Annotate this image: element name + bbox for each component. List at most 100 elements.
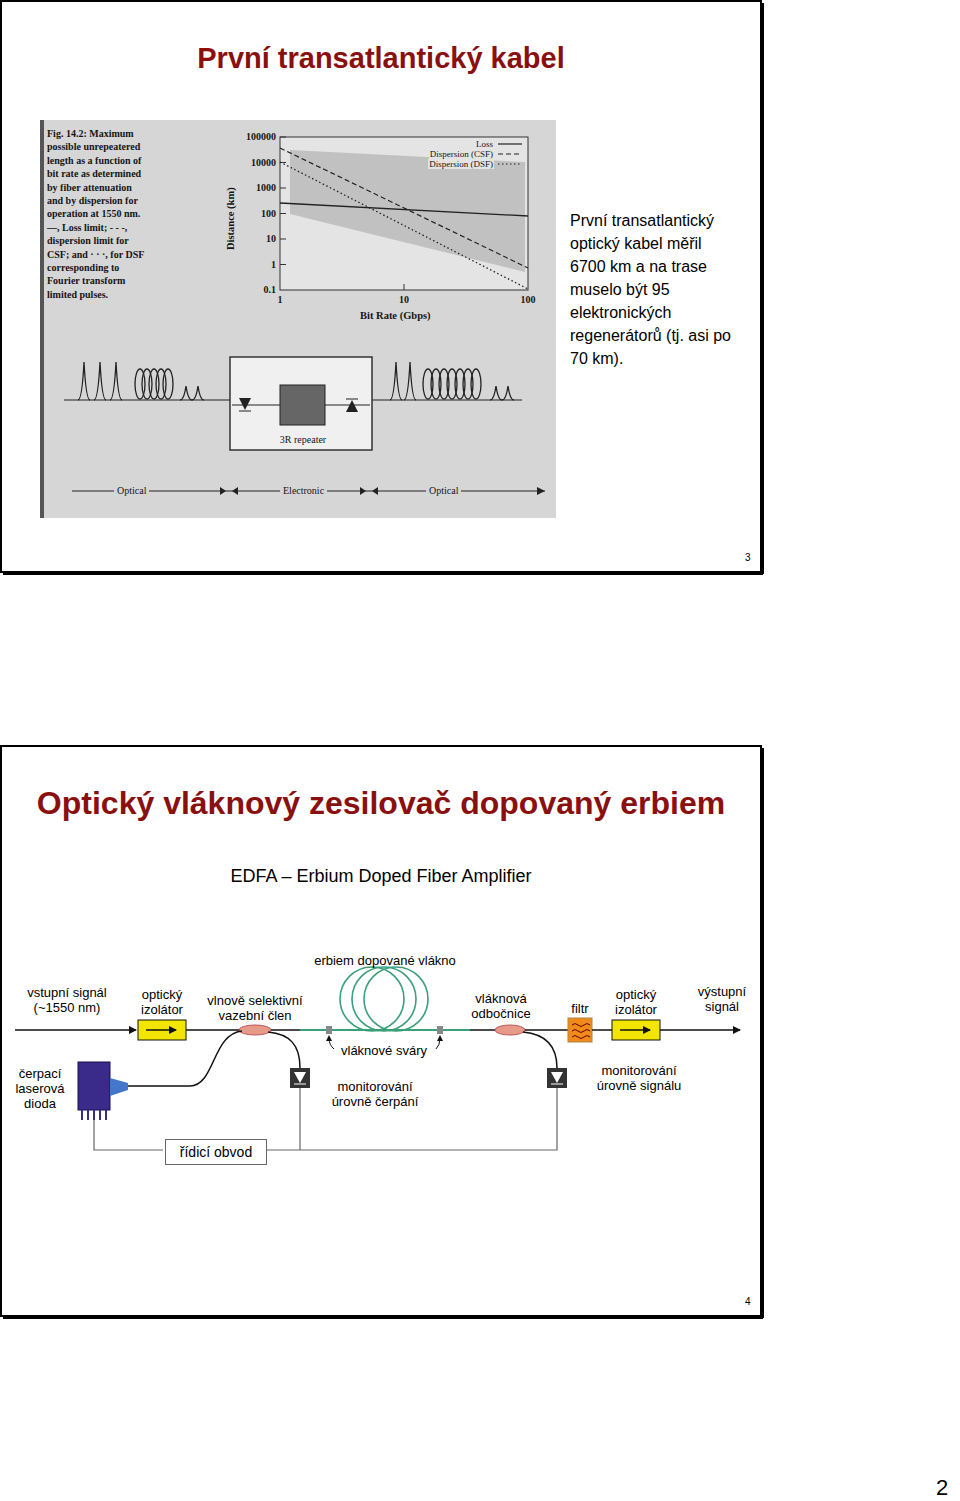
repeater-box: 3R repeater: [232, 359, 374, 452]
part-label: výstupní signál: [690, 984, 754, 1014]
slide-shadow-part: [762, 748, 764, 1318]
edfa-schematic-part: [15, 1029, 136, 1031]
axis-tick: 10000: [238, 157, 276, 169]
scanned-figure-part: [232, 405, 280, 406]
pulse-stroke: [94, 362, 106, 400]
legend-text: Dispersion (DSF): [428, 159, 494, 169]
page-number: 3: [745, 552, 751, 564]
slide-body: První transatlantický optický kabel měři…: [570, 209, 740, 370]
scanned-figure-part: [239, 411, 251, 412]
edfa-schematic-part: [340, 967, 404, 1031]
edfa-schematic-part: [660, 1029, 740, 1031]
pulse-stroke: [180, 386, 192, 400]
box-label: řídicí obvod: [166, 1144, 266, 1161]
slide-title: Optický vláknový zesilovač dopovaný erbi…: [2, 785, 760, 822]
slide-title: První transatlantický kabel: [2, 42, 760, 75]
edfa-schematic-part: [364, 967, 428, 1031]
scanned-figure-part-part: [280, 264, 286, 265]
edfa-schematic-part: [326, 1035, 332, 1041]
edfa-schematic-part: [352, 967, 416, 1031]
axis-tick: 10: [238, 233, 276, 245]
part-label: vlnově selektivní vazební člen: [196, 993, 314, 1023]
edfa-schematic-part: [551, 1084, 563, 1085]
axis-title: Bit Rate (Gbps): [360, 310, 431, 322]
pulse-stroke: [78, 362, 90, 400]
edfa-schematic: [15, 967, 740, 1150]
part-label: filtr: [562, 1001, 598, 1016]
axis-tick: 1: [238, 259, 276, 271]
edfa-schematic-part-part: [299, 1088, 300, 1150]
axis-tick: 1000: [238, 182, 276, 194]
part-label: optický izolátor: [134, 987, 190, 1017]
scanned-figure-part: [537, 487, 545, 495]
axis-tick: 100: [515, 294, 541, 306]
edfa-schematic-part: [437, 1026, 443, 1034]
axis-tick: 100: [238, 208, 276, 220]
edfa-schematic-part: [525, 1029, 568, 1031]
edfa-schematic-part: [82, 1110, 106, 1120]
edfa-schematic-part: [239, 1025, 271, 1035]
edfa-schematic-part-part: [94, 1120, 163, 1150]
edfa-schematic-part: [620, 1029, 650, 1031]
scanned-figure-part: [372, 487, 378, 495]
edfa-schematic-part: [146, 1029, 176, 1031]
legend-sample: [498, 163, 522, 164]
slide-shadow-part: [3, 573, 763, 575]
legend-sample: [498, 153, 522, 154]
edfa-schematic-part: [326, 1026, 332, 1034]
segment-label: Electronic: [280, 485, 327, 497]
part-label: vstupní signál (~1550 nm): [8, 985, 126, 1015]
page-number: 4: [745, 1296, 751, 1308]
part-label: erbiem dopované vlákno: [300, 953, 470, 968]
edfa-schematic-part-part: [105, 1110, 107, 1120]
axis-tick: 10: [394, 294, 414, 306]
scanned-figure-part: [40, 120, 44, 518]
slide-shadow-part: [762, 3, 764, 574]
edfa-schematic-part: [78, 1062, 110, 1110]
scanned-figure-part: [280, 137, 528, 290]
scanned-figure-part: [372, 399, 522, 400]
scanned-figure-part: [280, 137, 404, 290]
scanned-figure-part: [280, 148, 528, 268]
edfa-schematic-part: [290, 1068, 310, 1088]
figure-caption: Fig. 14.2: Maximum possible unrepeatered…: [47, 127, 147, 301]
pulse-stroke: [110, 362, 122, 400]
scanned-figure: [40, 120, 556, 518]
pulse-train: [78, 362, 514, 400]
scanned-figure-part: [280, 203, 528, 216]
scanned-figure-part-part: [280, 213, 286, 214]
edfa-schematic-part: [572, 1024, 590, 1039]
scanned-figure-part: [220, 487, 226, 495]
edfa-schematic-part: [294, 1072, 306, 1083]
slide-shadow-part: [3, 1317, 763, 1319]
edfa-schematic-part: [94, 1088, 557, 1150]
segment-label: Optical: [114, 485, 149, 497]
edfa-schematic-part-part: [87, 1110, 89, 1120]
edfa-schematic-part: [268, 1032, 300, 1068]
control-box: řídicí obvod: [165, 1139, 267, 1165]
edfa-schematic-part: [186, 1029, 240, 1031]
edfa-schematic-part-part: [81, 1110, 83, 1120]
scanned-figure-part: [360, 487, 366, 495]
part-label: vláknová odbočnice: [462, 991, 540, 1021]
pulse-stroke: [163, 369, 173, 399]
scanned-figure-part: [232, 487, 238, 495]
edfa-schematic-part: [110, 1078, 128, 1096]
part-label: čerpací laserová dioda: [8, 1066, 72, 1111]
scanned-figure-part: [280, 162, 528, 289]
edfa-schematic-part: [495, 1025, 525, 1035]
slide-frame: Optický vláknový zesilovač dopovaný erbi…: [0, 745, 762, 1317]
edfa-schematic-part-part: [99, 1110, 101, 1120]
scanned-figure-part: [325, 405, 370, 406]
scanned-figure-part: [239, 398, 251, 410]
scanned-figure-part: [290, 150, 525, 272]
edfa-schematic-part: [592, 1029, 612, 1031]
part-label: monitorování úrovně signálu: [586, 1063, 692, 1093]
edfa-schematic-part: [437, 1035, 443, 1041]
pulse-stroke: [390, 362, 402, 400]
edfa-schematic-part: [612, 1020, 660, 1040]
axis-tick: 0.1: [238, 284, 276, 296]
edfa-schematic-part: [271, 1029, 300, 1031]
pulse-stroke: [471, 369, 481, 399]
